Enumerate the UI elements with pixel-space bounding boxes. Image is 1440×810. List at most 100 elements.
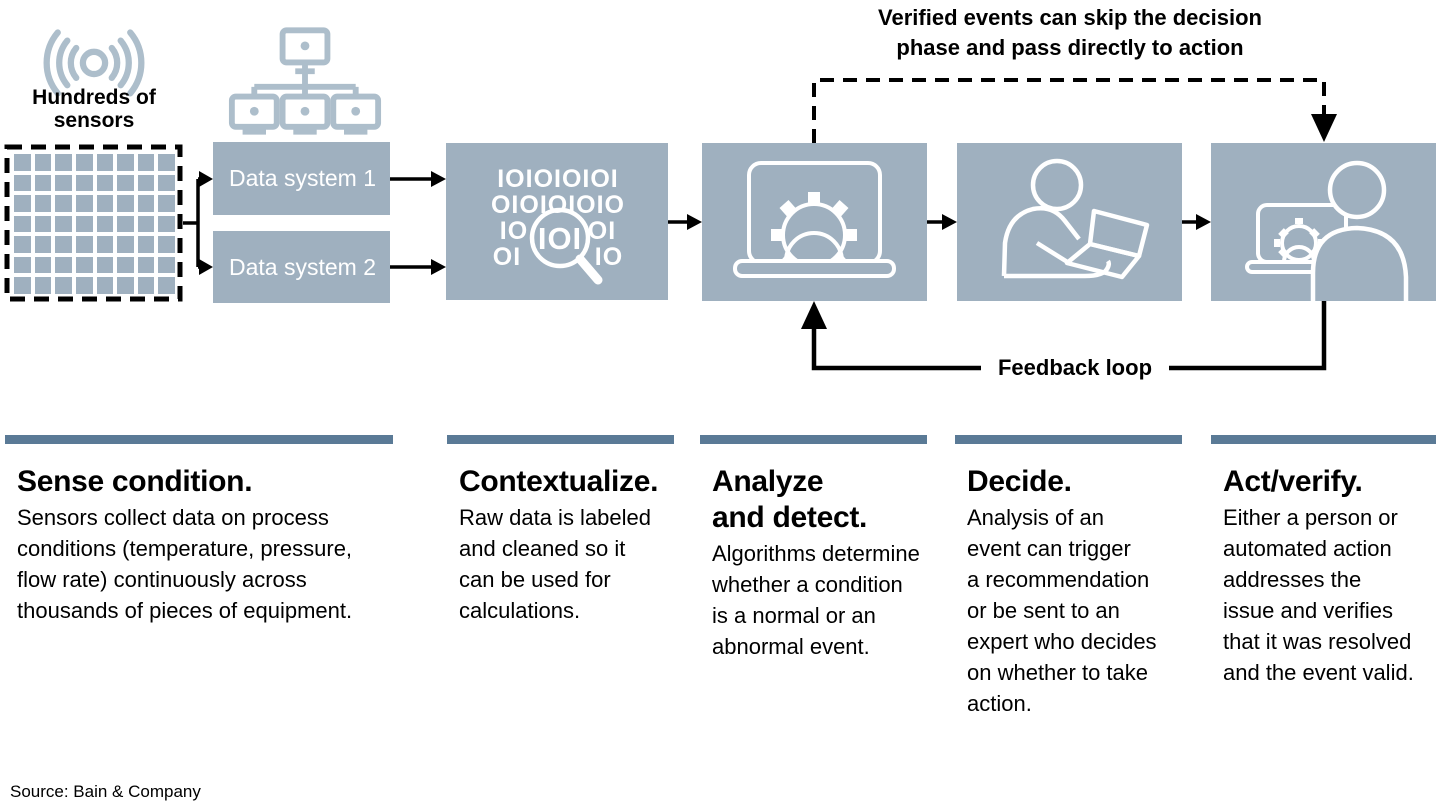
sensors-label: Hundreds of sensors bbox=[32, 86, 156, 132]
sensor-cell bbox=[14, 154, 31, 171]
data-system-2-box: Data system 2 bbox=[213, 231, 390, 303]
arrowhead bbox=[942, 214, 957, 230]
sensor-cell bbox=[75, 154, 93, 171]
contextualize-box: IOIOIOIOI OIOIOIOIO IO OI OI IO IOI bbox=[446, 143, 668, 300]
sensor-cell bbox=[55, 154, 72, 171]
sensor-cell bbox=[34, 195, 52, 212]
binary-row-4-right: IO bbox=[595, 243, 623, 271]
sensor-cell bbox=[34, 256, 52, 274]
sensor-cell bbox=[34, 236, 52, 253]
sensor-cell bbox=[34, 174, 52, 192]
sensor-cell bbox=[137, 236, 155, 253]
column-title: Contextualize. bbox=[459, 465, 659, 498]
analyze-box bbox=[702, 143, 927, 301]
sensor-cell bbox=[55, 236, 72, 253]
person-laptop-icon bbox=[1001, 158, 1150, 280]
arrowhead bbox=[199, 259, 213, 275]
data-system-1-box: Data system 1 bbox=[213, 142, 390, 215]
decide-box bbox=[957, 143, 1182, 301]
sensor-cell bbox=[96, 256, 114, 274]
sensor-cell bbox=[75, 215, 93, 233]
column-accent-bar bbox=[700, 435, 927, 444]
binary-row-2: OIOIOIOIO bbox=[491, 191, 625, 219]
column-sense-condition: Sense condition. Sensors collect data on… bbox=[5, 435, 393, 626]
column-body: Sensors collect data on process conditio… bbox=[17, 505, 353, 623]
sensor-cell bbox=[75, 174, 93, 192]
sensor-cell bbox=[96, 154, 114, 171]
column-analyze-detect: Analyze and detect. Algorithms determine… bbox=[700, 435, 932, 662]
sensor-cell bbox=[75, 256, 93, 274]
sensor-cell bbox=[55, 174, 72, 192]
arrowhead bbox=[199, 171, 213, 187]
column-title: Decide. bbox=[967, 465, 1072, 498]
sensor-cell bbox=[137, 256, 155, 274]
arrowhead bbox=[687, 214, 702, 230]
sensor-cell bbox=[158, 256, 175, 274]
column-accent-bar bbox=[1211, 435, 1436, 444]
sensor-cell bbox=[75, 277, 93, 294]
binary-row-4-left: OI bbox=[493, 243, 521, 271]
sensor-cell bbox=[34, 215, 52, 233]
sensor-cell bbox=[158, 215, 175, 233]
sensor-cell bbox=[14, 195, 31, 212]
sensor-cell bbox=[96, 277, 114, 294]
sensor-cell bbox=[75, 195, 93, 212]
sensor-cell bbox=[117, 236, 134, 253]
data-system-2-label: Data system 2 bbox=[229, 253, 376, 280]
sensor-cell bbox=[75, 236, 93, 253]
sensor-cell bbox=[158, 195, 175, 212]
skip-dashed-path bbox=[812, 78, 1326, 143]
skip-arrowhead bbox=[1311, 114, 1337, 142]
sensor-cell bbox=[55, 215, 72, 233]
column-title: Sense condition. bbox=[17, 465, 253, 498]
column-decide: Decide. Analysis of an event can trigger… bbox=[955, 435, 1185, 719]
sensor-cell bbox=[96, 236, 114, 253]
feedback-arrowhead bbox=[801, 301, 827, 329]
column-accent-bar bbox=[5, 435, 393, 444]
source-credit: Source: Bain & Company bbox=[10, 782, 201, 801]
sensor-cell bbox=[34, 277, 52, 294]
binary-row-3-right: OI bbox=[588, 217, 616, 245]
binary-magnifier-icon: IOIOIOIOI OIOIOIOIO IO OI OI IO IOI bbox=[491, 165, 625, 285]
sensor-cell bbox=[117, 195, 134, 212]
sensor-cell bbox=[55, 277, 72, 294]
laptop-gear-icon bbox=[730, 161, 899, 301]
radio-waves-icon bbox=[36, 22, 152, 100]
sensor-cell bbox=[55, 195, 72, 212]
sensor-cell bbox=[158, 277, 175, 294]
sensor-cell bbox=[34, 154, 52, 171]
column-body: Algorithms determine whether a condition… bbox=[712, 541, 920, 659]
sensor-cell bbox=[55, 256, 72, 274]
sensor-cell bbox=[137, 277, 155, 294]
sensor-grid bbox=[14, 154, 175, 294]
binary-row-3-left: IO bbox=[500, 217, 528, 245]
sensor-cell bbox=[158, 154, 175, 171]
column-body: Either a person or automated action addr… bbox=[1223, 505, 1414, 685]
sensor-cell bbox=[137, 195, 155, 212]
binary-row-1: IOIOIOIOI bbox=[497, 165, 619, 193]
data-system-1-label: Data system 1 bbox=[229, 165, 376, 191]
sensor-cell bbox=[14, 174, 31, 192]
sensor-cell bbox=[158, 174, 175, 192]
column-accent-bar bbox=[955, 435, 1182, 444]
sensor-cell bbox=[117, 277, 134, 294]
column-contextualize: Contextualize. Raw data is labeled and c… bbox=[447, 435, 674, 626]
sensor-cell bbox=[14, 236, 31, 253]
sensor-cell bbox=[137, 174, 155, 192]
arrowhead bbox=[431, 171, 446, 187]
person-laptop-gear-icon bbox=[1236, 160, 1409, 301]
sensor-cell bbox=[158, 236, 175, 253]
sensor-cell bbox=[96, 174, 114, 192]
sensor-cell bbox=[117, 215, 134, 233]
binary-lens-text: IOI bbox=[538, 221, 582, 256]
column-body: Raw data is labeled and cleaned so it ca… bbox=[459, 505, 652, 623]
act-verify-box bbox=[1211, 143, 1436, 301]
arrowhead bbox=[1196, 214, 1211, 230]
sensor-cell bbox=[137, 154, 155, 171]
sensor-cell bbox=[137, 215, 155, 233]
sensor-cell bbox=[96, 215, 114, 233]
column-accent-bar bbox=[447, 435, 674, 444]
column-title: Act/verify. bbox=[1223, 465, 1363, 498]
